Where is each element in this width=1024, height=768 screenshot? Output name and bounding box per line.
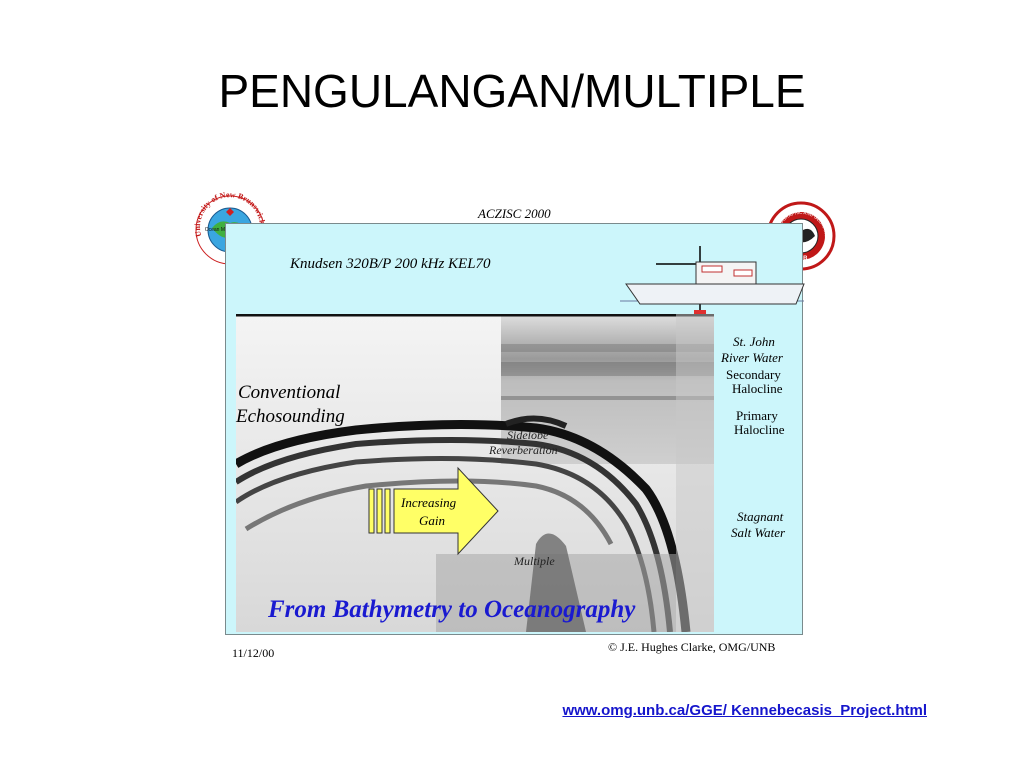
figure-credit: © J.E. Hughes Clarke, OMG/UNB <box>608 640 776 654</box>
salt-water-label: Salt Water <box>731 525 786 540</box>
figure-panel: ACZISC 2000 Knudsen 320B/P 200 kHz KEL70 <box>225 206 805 635</box>
project-link[interactable]: www.omg.unb.ca/GGE/ Kennebecasis_Project… <box>562 702 927 719</box>
river-water-label-2: River Water <box>721 350 783 365</box>
increasing-gain-arrow <box>368 466 499 556</box>
secondary-halocline-label-2: Halocline <box>732 381 783 396</box>
echogram-image <box>236 314 714 632</box>
primary-halocline-label-2: Halocline <box>734 422 785 437</box>
secondary-halocline-label-1: Secondary <box>726 367 781 382</box>
gain-label-1: Increasing <box>401 495 457 510</box>
sidelobe-label: Sidelobe <box>507 428 549 442</box>
primary-halocline-label-1: Primary <box>736 408 778 423</box>
river-water-label-1: St. John <box>733 334 775 349</box>
slide-title: PENGULANGAN/MULTIPLE <box>218 65 806 117</box>
stagnant-label-1: Stagnant <box>737 509 784 524</box>
conventional-label: Conventional <box>238 382 341 403</box>
echosounding-label: Echosounding <box>236 406 345 427</box>
figure-caption: From Bathymetry to Oceanography <box>268 596 636 623</box>
multiple-label: Multiple <box>514 554 555 568</box>
ship-illustration <box>620 246 805 315</box>
instrument-label: Knudsen 320B/P 200 kHz KEL70 <box>290 256 491 272</box>
reverberation-label: Reverberation <box>489 443 558 457</box>
figure-header: ACZISC 2000 <box>478 206 551 221</box>
gain-label-2: Gain <box>419 513 445 528</box>
figure-date: 11/12/00 <box>232 646 275 660</box>
figure: Ocean Mapping Group University of New Br… <box>190 190 840 670</box>
